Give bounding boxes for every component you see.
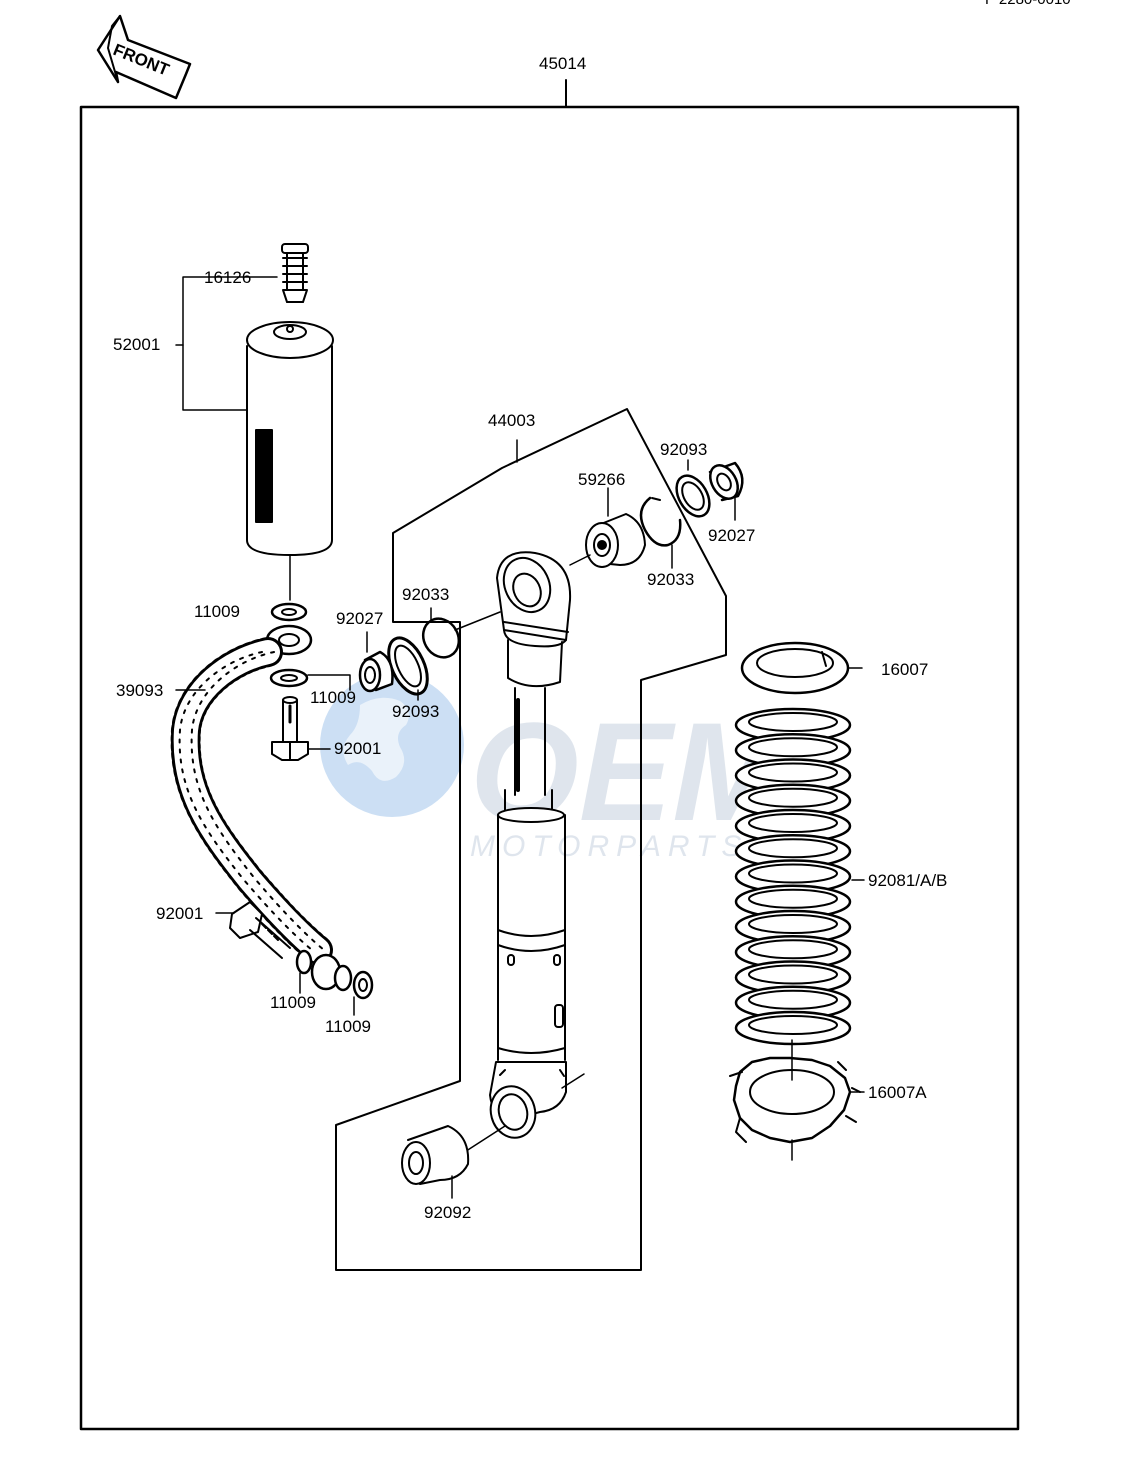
part-label-39093: 39093 — [116, 681, 164, 700]
part-label-92027-left: 92027 — [336, 609, 384, 628]
part-label-92093-right: 92093 — [660, 440, 708, 459]
spring-coil-inner — [748, 1015, 838, 1035]
part-label-11009-middle: 11009 — [310, 688, 357, 707]
part-label-92033-left: 92033 — [402, 585, 450, 604]
part-label-11009-lower-left: 11009 — [270, 993, 317, 1012]
spring-coil-inner — [748, 888, 838, 909]
part-label-52001: 52001 — [113, 335, 161, 354]
spring-coil-inner — [748, 787, 838, 808]
hose-39093 — [170, 637, 333, 965]
part-label-92081: 92081/A/B — [868, 871, 948, 890]
spring-coil-inner — [748, 964, 838, 985]
part-label-11009-lower-right: 11009 — [325, 1017, 372, 1036]
spring-coil-inner — [748, 939, 838, 960]
spring-coil-inner — [748, 989, 838, 1010]
front-arrow-icon: FRONT — [96, 14, 192, 100]
coil-spring-92081 — [734, 707, 852, 1046]
reference-code: P 2280-0010 — [985, 0, 1071, 9]
part-label-92092: 92092 — [424, 1203, 472, 1222]
part-label-92033-right: 92033 — [647, 570, 695, 589]
sub-assembly-outline — [335, 408, 727, 1271]
part-label-16007: 16007 — [881, 660, 929, 679]
spring-coil-inner — [748, 813, 838, 833]
spring-coil — [734, 1010, 852, 1046]
spring-coil-inner — [748, 914, 838, 934]
part-label-92027-right: 92027 — [708, 526, 756, 545]
part-label-59266: 59266 — [578, 470, 626, 489]
part-label-16126: 16126 — [204, 268, 252, 287]
sub-assembly-number-label: 44003 — [488, 411, 536, 430]
upper-bushings — [358, 611, 501, 696]
spring-seat-16007 — [740, 641, 863, 695]
upper-right-rings — [639, 461, 744, 547]
upper-banjo-fitting — [265, 602, 313, 761]
part-label-92001-upper: 92001 — [334, 739, 382, 758]
spring-coil-inner — [748, 737, 838, 758]
spring-coil-inner — [748, 863, 838, 884]
spring-coil-inner — [748, 838, 838, 859]
shock-body-44003 — [489, 551, 585, 1139]
watermark: OEM MOTORPARTS — [320, 673, 792, 863]
watermark-globe-icon — [320, 673, 464, 817]
bushing-92092 — [401, 1125, 470, 1199]
bushing-59266 — [569, 487, 646, 568]
valve-nozzle-16126 — [281, 243, 309, 303]
watermark-tagline: MOTORPARTS — [470, 830, 748, 863]
banjo-bolt-92001 — [229, 901, 291, 959]
spring-coil-inner — [748, 762, 838, 783]
part-label-92001-lower: 92001 — [156, 904, 204, 923]
lock-nut-16007A — [729, 1056, 865, 1161]
reservoir-52001 — [246, 321, 334, 601]
spring-coil-inner — [748, 712, 838, 732]
lower-washers — [295, 949, 374, 1000]
assembly-number-label: 45014 — [539, 54, 587, 73]
part-label-11009-upper: 11009 — [194, 602, 241, 621]
assembly-border — [79, 105, 1020, 1431]
part-label-16007A: 16007A — [868, 1083, 927, 1102]
part-label-92093-left: 92093 — [392, 702, 440, 721]
